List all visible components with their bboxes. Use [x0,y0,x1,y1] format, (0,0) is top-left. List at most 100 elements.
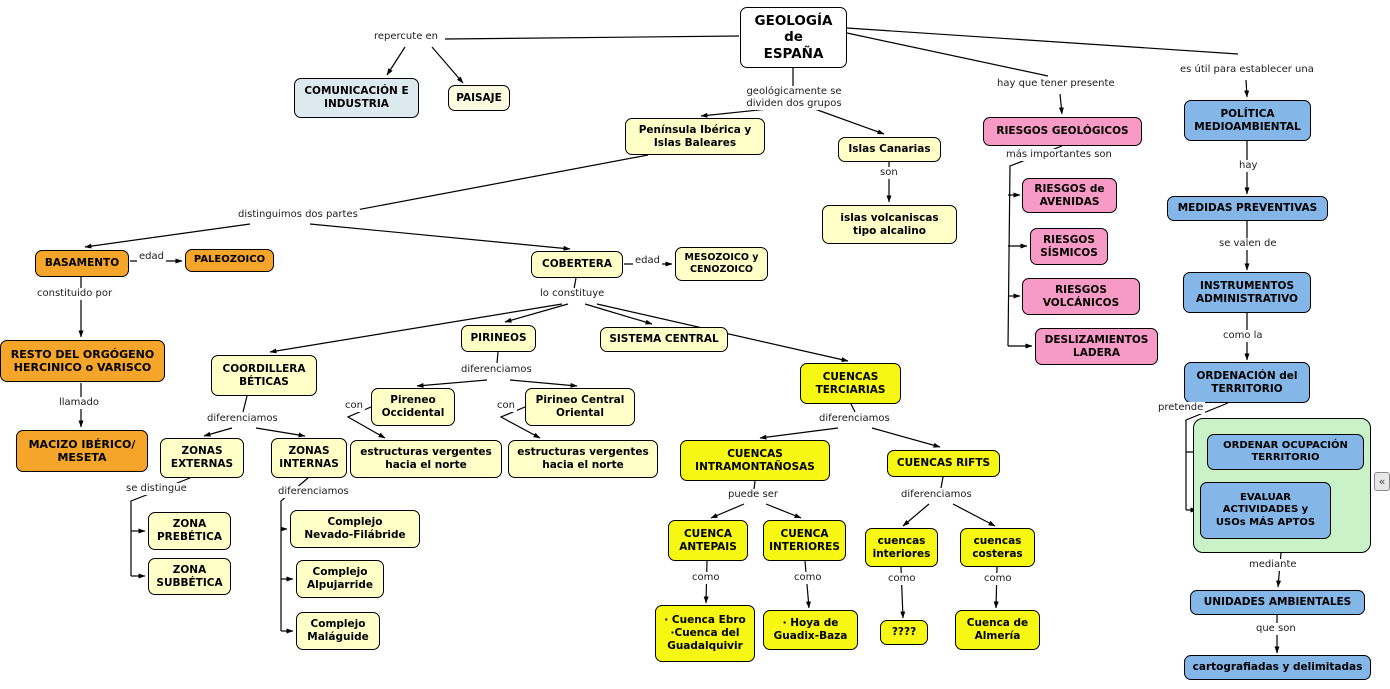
edge-line [203,427,233,437]
edge-line [1058,93,1064,115]
node-pireneo-occidental[interactable]: Pireneo Occidental [371,388,455,426]
edge-line [84,223,251,249]
node-cuencas-intramontanosas[interactable]: CUENCAS INTRAMONTAÑOSAS [680,440,830,481]
edge-line [573,277,577,290]
link-label: mediante [1247,559,1299,571]
link-label: se valen de [1217,238,1279,250]
link-label: distinguimos dos partes [236,209,360,221]
node-complejo-malaguide[interactable]: Complejo Maláguide [296,612,380,650]
node-estructuras-vergentes-este[interactable]: estructuras vergentes hacia el norte [508,440,658,478]
edge-line [710,503,745,519]
node-coordillera-beticas[interactable]: COORDILLERA BÉTICAS [211,355,317,396]
link-label: diferenciamos [459,364,534,376]
node-zona-subbetica[interactable]: ZONA SUBBÉTICA [148,558,231,595]
edge-line [584,303,653,325]
node-paleozoico[interactable]: PALEOZOICO [185,249,274,272]
edge-line [759,427,839,440]
link-label: como la [1221,330,1265,342]
edge-line [496,351,499,364]
edge-line [329,154,649,216]
node-cuencas-interiores[interactable]: cuencas interiores [865,528,938,567]
edge-line [309,223,571,251]
node-pirineos[interactable]: PIRINEOS [461,325,536,352]
node-sistema-central[interactable]: SISTEMA CENTRAL [600,327,728,352]
node-resto-orogeno-hercinico[interactable]: RESTO DEL ORGÓGENO HERCINICO o VARISCO [0,340,165,382]
link-label: geológicamente se dividen dos grupos [740,86,848,110]
node-ordenacion-del-territorio[interactable]: ORDENACIÓN del TERRITORIO [1184,362,1310,403]
collapse-panel-icon[interactable]: « [1374,472,1390,491]
node-instrumentos-administrativo[interactable]: INSTRUMENTOS ADMINISTRATIVO [1183,272,1311,313]
edge-line [269,303,563,354]
link-label: con [343,400,365,412]
node-comunicacion-e-industria[interactable]: COMUNICACIÓN E INDUSTRIA [294,78,419,118]
link-label: como [690,572,722,584]
edge-line [846,32,1049,77]
node-geologia-de-espana[interactable]: GEOLOGÍA de ESPAÑA [740,7,847,68]
node-cuencas-rifts[interactable]: CUENCAS RIFTS [887,450,1000,477]
node-riesgos-de-avenidas[interactable]: RIESGOS de AVENIDAS [1022,178,1117,213]
edge-line [499,406,541,439]
node-riesgos-volcanicos[interactable]: RIESGOS VOLCÁNICOS [1022,278,1140,315]
node-estructuras-vergentes-oeste[interactable]: estructuras vergentes hacia el norte [350,440,502,478]
edge-line [850,403,856,413]
link-label: diferenciamos [205,413,280,425]
node-mesozoico-cenozoico[interactable]: MESOZOICO y CENOZOICO [675,247,768,281]
node-islas-volcaniscas[interactable]: islas volcaniscas tipo alcalino [822,205,957,244]
node-complejo-nevado-filabride[interactable]: Complejo Nevado-Filábride [290,510,420,548]
node-basamento[interactable]: BASAMENTO [35,250,129,277]
node-complejo-alpujarride[interactable]: Complejo Alpujarride [296,560,384,598]
link-label: lo constituye [538,288,607,300]
edge-line [242,395,248,413]
node-hoya-guadix-baza[interactable]: · Hoya de Guadix-Baza [763,610,858,650]
edge-line [504,303,569,323]
node-cuenca-antepais[interactable]: CUENCA ANTEPAIS [668,520,748,561]
edge-line [902,503,930,527]
edge-line [846,27,1239,55]
node-cuenca-interiores[interactable]: CUENCA INTERIORES [763,520,846,561]
node-medidas-preventivas[interactable]: MEDIDAS PREVENTIVAS [1167,196,1328,221]
node-macizo-iberico-meseta[interactable]: MACIZO IBÉRICO/ MESETA [16,430,148,472]
edge-line [1185,402,1229,510]
node-unidades-ambientales[interactable]: UNIDADES AMBIENTALES [1190,590,1365,615]
node-cartografiadas-delimitadas[interactable]: cartografiadas y delimitadas [1184,655,1371,680]
node-riesgos-geologicos[interactable]: RIESGOS GEOLÓGICOS [983,117,1142,146]
node-cuencas-costeras[interactable]: cuencas costeras [960,528,1035,567]
edge-line [509,379,578,388]
link-label: constituido por [35,288,115,300]
node-ordenar-ocupacion-territorio[interactable]: ORDENAR OCUPACIÓN TERRITORIO [1207,434,1364,470]
link-label: son [878,167,900,179]
node-deslizamientos-ladera[interactable]: DESLIZAMIENTOS LADERA [1035,328,1158,365]
edge-line [1244,79,1250,98]
node-zonas-externas[interactable]: ZONAS EXTERNAS [160,438,244,478]
link-label: diferenciamos [899,489,974,501]
edge-line [255,427,306,438]
edge-line [765,503,802,519]
node-pirineo-central-oriental[interactable]: Pirineo Central Oriental [525,388,635,426]
link-label: como [886,573,918,585]
node-cuenca-ebro-guadalquivir[interactable]: · Cuenca Ebro ·Cuenca del Guadalquivir [655,605,755,662]
node-evaluar-actividades-usos[interactable]: EVALUAR ACTIVIDADES y USOs MÁS APTOS [1200,482,1331,539]
node-cuenca-desconocida[interactable]: ???? [880,620,928,645]
link-label: más importantes son [1004,149,1114,161]
link-label: hay [1237,160,1260,172]
node-islas-canarias[interactable]: Islas Canarias [838,137,941,162]
node-cuencas-terciarias[interactable]: CUENCAS TERCIARIAS [800,363,901,404]
node-cuenca-almeria[interactable]: Cuenca de Almería [955,610,1040,650]
link-label: pretende [1156,402,1206,414]
edge-line [804,560,811,609]
node-zonas-internas[interactable]: ZONAS INTERNAS [271,438,347,478]
link-label: diferenciamos [276,486,351,498]
link-label: llamado [57,397,102,409]
edge-line [753,480,756,490]
node-peninsula-iberica-baleares[interactable]: Península Ibérica y Islas Baleares [625,118,765,155]
node-riesgos-sismicos[interactable]: RIESGOS SÍSMICOS [1030,228,1108,265]
node-zona-prebetica[interactable]: ZONA PREBÉTICA [148,512,231,550]
node-politica-medioambiental[interactable]: POLÍTICA MEDIOAMBIENTAL [1184,100,1311,141]
edge-line [871,427,941,448]
edge-line [416,379,488,388]
node-paisaje[interactable]: PAISAJE [448,85,510,111]
link-label: diferenciamos [817,413,892,425]
link-label: hay que tener presente [995,78,1117,90]
node-cobertera[interactable]: COBERTERA [531,251,623,278]
